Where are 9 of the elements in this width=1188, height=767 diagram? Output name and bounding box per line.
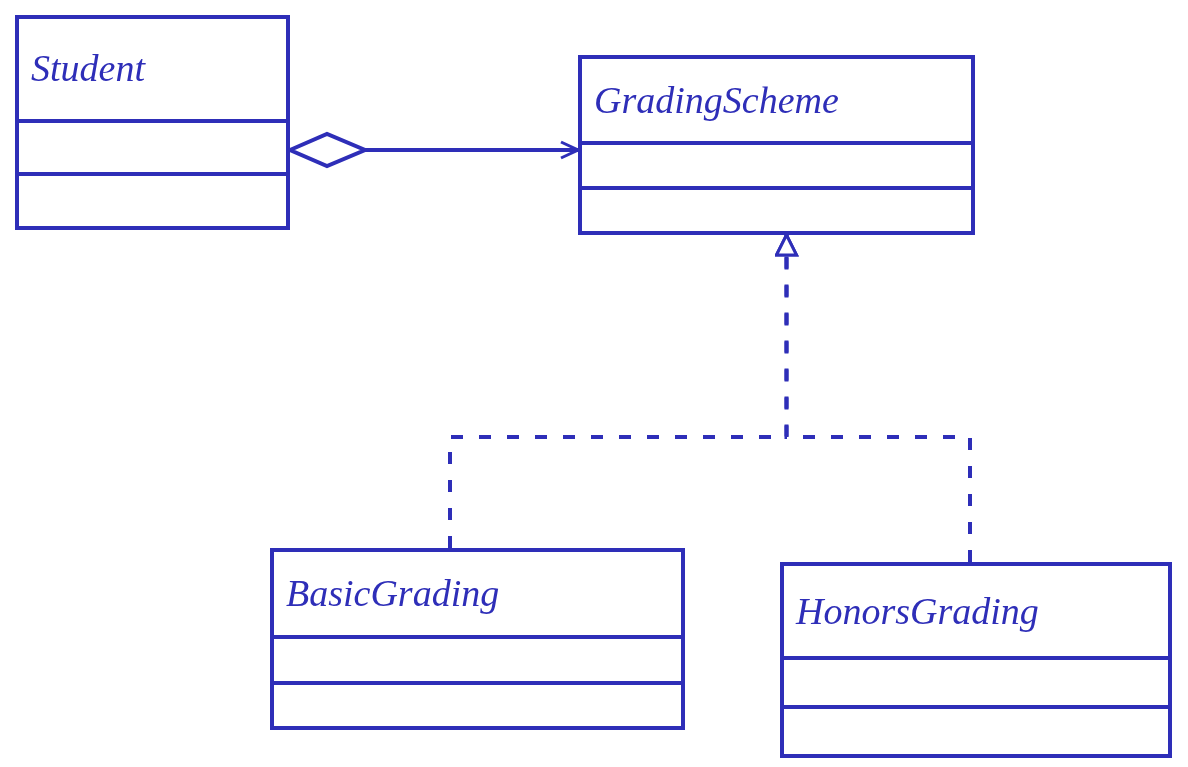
class-name: HonorsGrading (796, 588, 1039, 634)
class-name: Student (31, 46, 145, 92)
class-box (578, 55, 975, 235)
realization-arrow (775, 233, 972, 562)
class-box (15, 15, 290, 230)
class-box (270, 548, 685, 730)
class-name: GradingScheme (594, 77, 839, 123)
class-box (780, 562, 1172, 758)
class-name: BasicGrading (286, 571, 500, 616)
